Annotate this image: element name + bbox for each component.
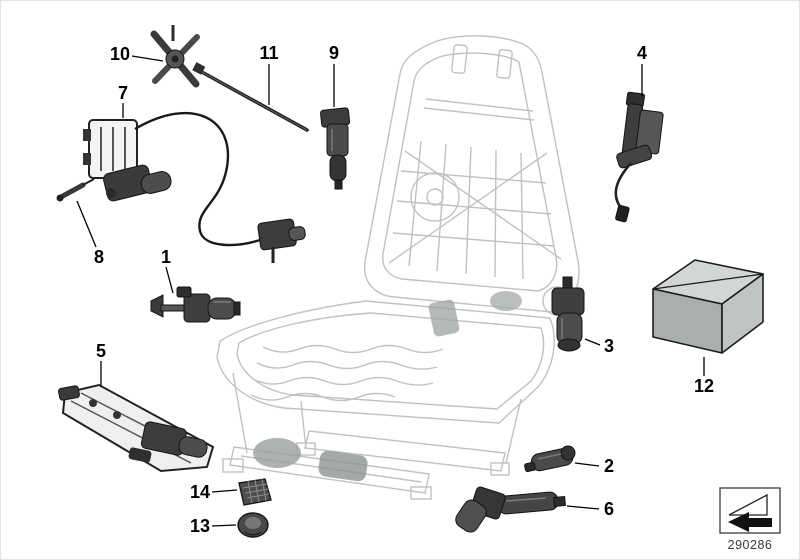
callout-3[interactable]: 3 — [603, 336, 615, 356]
part-14-mesh-pad[interactable] — [238, 478, 272, 506]
callout-7[interactable]: 7 — [117, 83, 129, 103]
callout-10[interactable]: 10 — [109, 44, 131, 64]
callout-12[interactable]: 12 — [693, 376, 715, 396]
part-12-box[interactable] — [652, 259, 764, 354]
part-8-pin[interactable] — [56, 178, 95, 202]
callout-9[interactable]: 9 — [328, 43, 340, 63]
orientation-legend — [719, 487, 781, 534]
callout-11[interactable]: 11 — [259, 43, 279, 63]
part-3-motor[interactable] — [551, 276, 585, 352]
leader-lines — [76, 55, 705, 527]
part-2-actuator[interactable] — [524, 445, 576, 473]
part-6-motor-assembly[interactable] — [453, 486, 566, 535]
callout-2[interactable]: 2 — [603, 456, 615, 476]
seat-ghost-shaded-parts — [253, 291, 522, 482]
part-10-drive[interactable] — [150, 25, 200, 88]
doc-number: 290286 — [727, 538, 773, 552]
part-7-seat-drive[interactable] — [83, 111, 306, 263]
callout-13[interactable]: 13 — [189, 516, 211, 536]
part-1-motor[interactable] — [150, 286, 241, 323]
callout-4[interactable]: 4 — [636, 43, 648, 63]
callout-14[interactable]: 14 — [189, 482, 211, 502]
part-9-motor[interactable] — [320, 107, 351, 190]
part-11-torsion-rod[interactable] — [192, 62, 309, 132]
callout-6[interactable]: 6 — [603, 499, 615, 519]
callout-5[interactable]: 5 — [95, 341, 107, 361]
callout-8[interactable]: 8 — [93, 247, 105, 267]
callout-1[interactable]: 1 — [160, 247, 172, 267]
part-5-seat-rail[interactable] — [58, 383, 215, 473]
part-13-grommet[interactable] — [237, 512, 269, 538]
part-4-backrest-drive[interactable] — [614, 91, 664, 223]
seat-frame-ghost — [216, 35, 580, 500]
direction-arrow-icon — [728, 493, 772, 532]
